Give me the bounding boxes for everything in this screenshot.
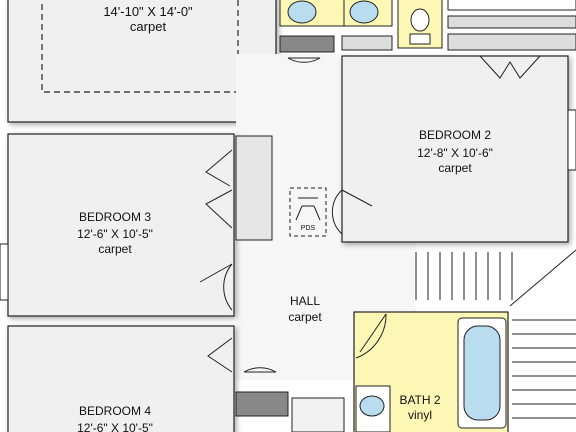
bedroom2-floor-label: carpet xyxy=(438,161,472,175)
closet xyxy=(235,135,273,241)
master-bath xyxy=(279,0,576,53)
bedroom3-door-swing xyxy=(199,263,233,311)
bath2-name-label: BATH 2 xyxy=(399,393,440,407)
bedroom-2: BEDROOM 2 12'-8" X 10'-6" carpet xyxy=(331,55,576,243)
bedroom4-name-label: BEDROOM 4 xyxy=(79,404,151,418)
closet xyxy=(291,397,345,432)
closet-bifold-doors xyxy=(479,55,541,79)
bedroom-3: BEDROOM 3 12'-6" X 10'-5" carpet xyxy=(0,133,273,317)
hall: HALL carpet PDS xyxy=(236,54,416,380)
bedroom-4: BEDROOM 4 12'-6" X 10'-5" xyxy=(7,325,289,432)
linen-shelf xyxy=(235,391,289,417)
hall-name-label: HALL xyxy=(290,294,320,308)
bath-2: BATH 2 vinyl xyxy=(353,311,509,432)
bedroom2-size-label: 12'-8" X 10'-6" xyxy=(417,146,493,160)
closet-bifold-doors xyxy=(207,337,233,373)
hall-floor-label: carpet xyxy=(288,310,322,324)
bath2-door-swing xyxy=(355,313,387,359)
bedroom3-floor-label: carpet xyxy=(98,242,132,256)
master-size-label: 14'-10" X 14'-0" xyxy=(103,4,193,19)
bath2-floor-label: vinyl xyxy=(408,408,432,422)
window xyxy=(0,243,9,301)
bedroom3-name-label: BEDROOM 3 xyxy=(79,210,151,224)
bathtub-basin xyxy=(463,325,501,421)
toilet-icon xyxy=(410,8,430,32)
pull-down-stairs xyxy=(289,187,327,237)
linen-shelf xyxy=(279,35,335,53)
master-bedroom: 14'-10" X 14'-0" carpet xyxy=(7,0,277,123)
bedroom3-size-label: 12'-6" X 10'-5" xyxy=(77,227,153,241)
master-floor-label: carpet xyxy=(130,19,167,34)
bedroom2-name-label: BEDROOM 2 xyxy=(419,128,491,142)
bedroom4-size-label: 12'-6" X 10'-5" xyxy=(77,421,153,432)
window xyxy=(567,109,576,171)
staircase xyxy=(414,249,576,419)
sink-icon xyxy=(287,0,317,24)
bedroom2-door-swing xyxy=(331,189,373,235)
sink-icon xyxy=(349,0,379,24)
tray-ceiling-outline xyxy=(41,0,239,93)
pds-label: PDS xyxy=(301,225,316,232)
closet-bifold-doors xyxy=(205,149,233,229)
sink-icon xyxy=(359,395,385,417)
